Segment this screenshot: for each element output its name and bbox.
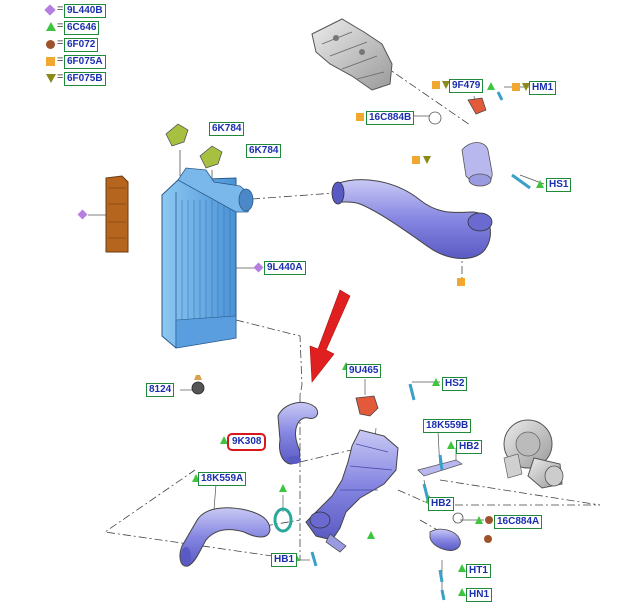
hose-9k308 (277, 401, 319, 465)
pipe-18k559b-shape (417, 454, 463, 501)
part-label-6k784[interactable]: 6K784 (246, 144, 282, 158)
pipe-18k559a-shape (179, 507, 271, 567)
part-label-9f479[interactable]: 9F479 (449, 79, 484, 93)
part-label-8124[interactable]: 8124 (146, 383, 175, 397)
part-label-9l440a[interactable]: 9L440A (264, 261, 306, 275)
triangle-up-icon (487, 82, 495, 90)
rubber-mount (191, 375, 205, 395)
part-label-18k559b[interactable]: 18K559B (423, 419, 472, 433)
triangle-up-icon (192, 474, 200, 482)
part-label-hs1[interactable]: HS1 (546, 178, 572, 192)
triangle-up-icon (458, 564, 466, 572)
square-icon (432, 81, 440, 89)
part-label-hn1[interactable]: HN1 (466, 588, 493, 602)
part-label-16c884a[interactable]: 16C884A (494, 515, 543, 529)
triangle-up-icon (458, 588, 466, 596)
part-label-16c884b[interactable]: 16C884B (366, 111, 415, 125)
turbo-inlet-hose (429, 512, 464, 601)
throttle-elbow (428, 91, 531, 190)
hose-clamp-ring (273, 507, 293, 533)
triangle-up-icon (447, 441, 455, 449)
triangle-down-icon (423, 156, 431, 164)
part-label-9k308-highlighted[interactable]: 9K308 (227, 433, 267, 451)
clip-6k784-shapes (165, 123, 223, 178)
part-label-hs2[interactable]: HS2 (442, 377, 468, 391)
triangle-up-icon (475, 516, 483, 524)
triangle-up-icon (367, 531, 375, 539)
square-icon (512, 83, 520, 91)
part-label-hb2[interactable]: HB2 (428, 497, 455, 511)
lower-pipe-assembly (305, 429, 399, 553)
intercooler-gasket (105, 175, 129, 253)
square-icon (412, 156, 420, 164)
upper-charge-hose (331, 179, 493, 259)
part-label-18k559a[interactable]: 18K559A (198, 472, 247, 486)
part-label-hm1[interactable]: HM1 (529, 81, 557, 95)
triangle-down-icon (46, 74, 56, 83)
triangle-down-icon (522, 83, 530, 91)
legend-code: 6C646 (64, 21, 100, 35)
bolt-hb1-shape (310, 551, 318, 567)
triangle-down-icon (442, 81, 450, 89)
legend-code: 9L440B (64, 4, 106, 18)
intake-manifold (311, 18, 393, 91)
part-label-9u465[interactable]: 9U465 (346, 364, 382, 378)
valve-9u465 (355, 383, 416, 417)
square-icon (46, 57, 55, 66)
part-label-6k784[interactable]: 6K784 (209, 122, 245, 136)
part-label-hb2[interactable]: HB2 (456, 440, 483, 454)
legend-code: 6F072 (64, 38, 99, 52)
circle-icon (46, 40, 55, 49)
triangle-up-icon (536, 180, 544, 188)
red-arrow (309, 289, 351, 383)
square-icon (356, 113, 364, 121)
intercooler-core (161, 167, 254, 349)
triangle-up-icon (279, 484, 287, 492)
square-icon (457, 278, 465, 286)
legend-code: 6F075B (64, 72, 106, 86)
triangle-up-icon (432, 378, 440, 386)
part-label-hb1[interactable]: HB1 (271, 553, 298, 567)
legend-code: 6F075A (64, 55, 106, 69)
triangle-up-icon (46, 22, 56, 31)
circle-icon (485, 516, 493, 524)
triangle-up-icon (220, 436, 228, 444)
turbocharger (503, 419, 564, 489)
part-label-ht1[interactable]: HT1 (466, 564, 491, 578)
circle-icon (484, 535, 492, 543)
